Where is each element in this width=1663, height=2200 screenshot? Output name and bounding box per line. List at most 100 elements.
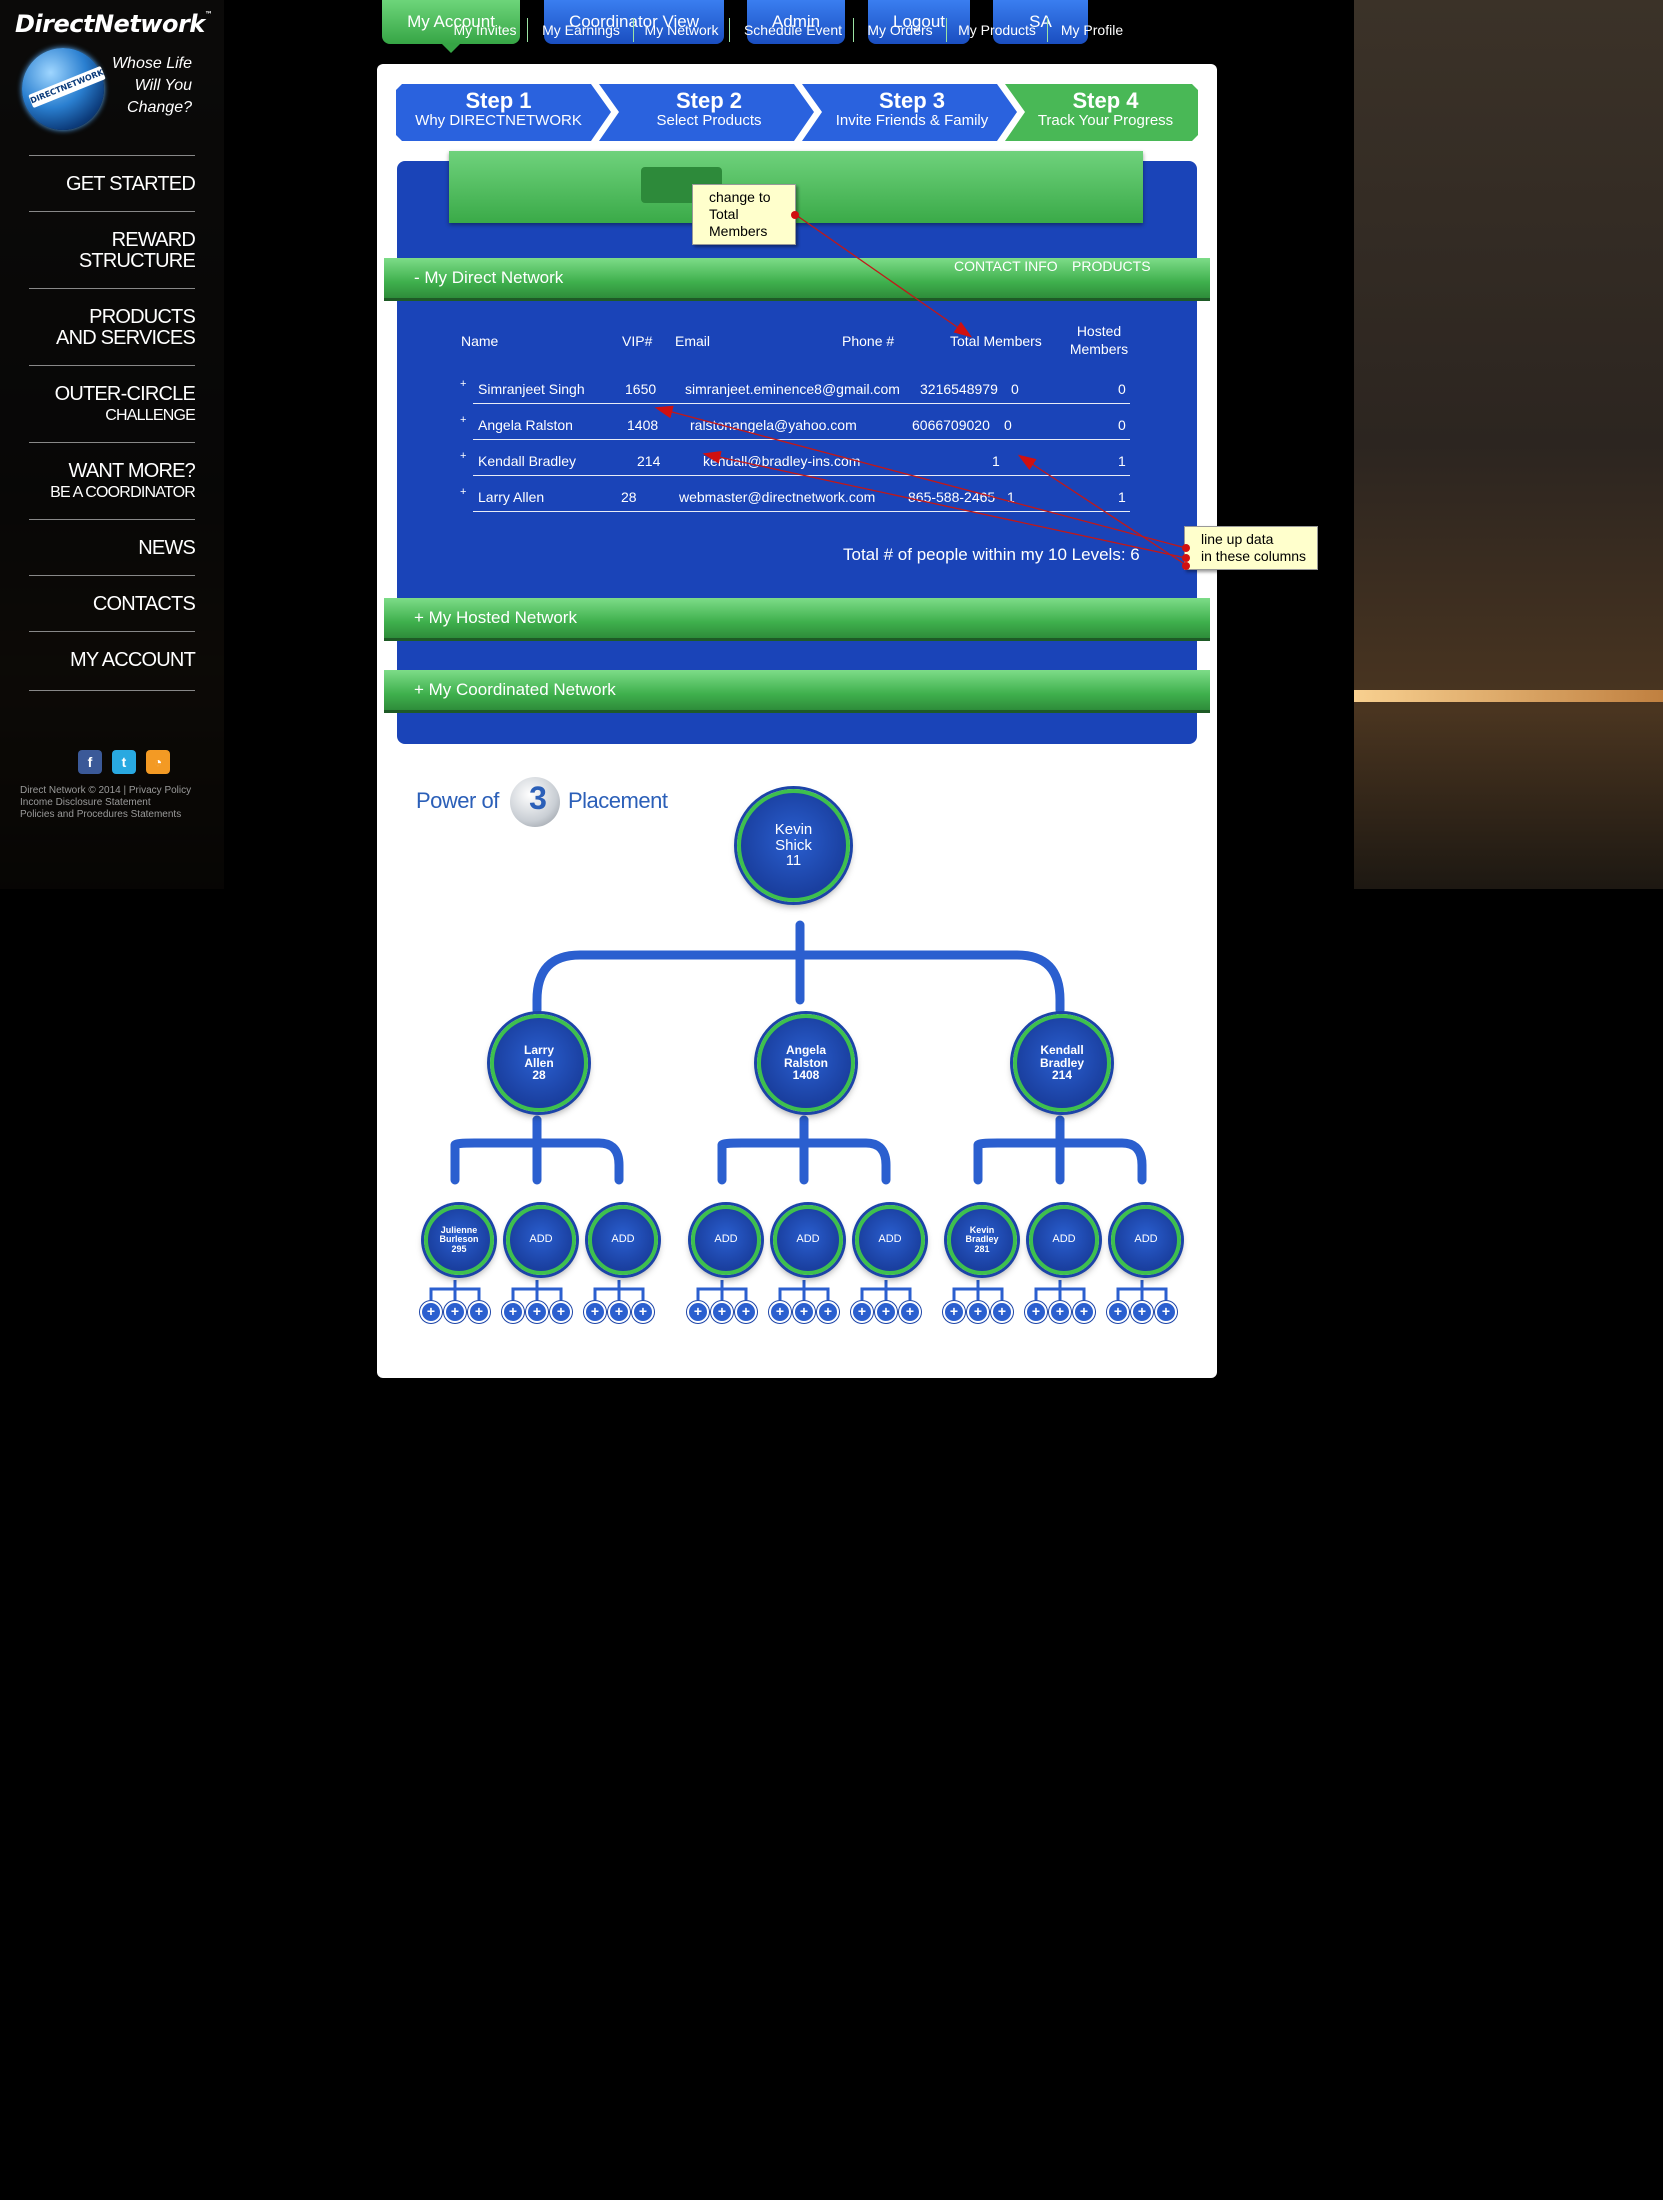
tree-node-level2[interactable]: ADD (691, 1205, 761, 1275)
footer-copyright[interactable]: Direct Network © 2014 | Privacy Policy (20, 785, 192, 796)
add-placement-button[interactable]: + (687, 1301, 709, 1323)
subnav-my-profile[interactable]: My Profile (1060, 22, 1124, 38)
subnav-my-network[interactable]: My Network (644, 22, 719, 38)
row-name[interactable]: Simranjeet Singh (478, 381, 585, 397)
step-4-shape[interactable] (1005, 84, 1198, 141)
add-placement-button[interactable]: + (851, 1301, 873, 1323)
row-hosted-members: 1 (1118, 489, 1126, 505)
step-2-shape[interactable] (599, 84, 814, 141)
tree-node-level2[interactable]: ADD (1111, 1205, 1181, 1275)
add-placement-button[interactable]: + (468, 1301, 490, 1323)
tree-node-level2[interactable]: ADD (588, 1205, 658, 1275)
add-placement-button[interactable]: + (420, 1301, 442, 1323)
contact-info-link[interactable]: CONTACT INFO (954, 258, 1058, 274)
subnav-schedule-event[interactable]: Schedule Event (743, 22, 843, 38)
add-placement-button[interactable]: + (1049, 1301, 1071, 1323)
add-placement-button[interactable]: + (769, 1301, 791, 1323)
add-placement-button[interactable]: + (632, 1301, 654, 1323)
sidebar-item-my-account[interactable]: MY ACCOUNT (29, 631, 196, 688)
add-placement-button[interactable]: + (817, 1301, 839, 1323)
add-placement-button[interactable]: + (967, 1301, 989, 1323)
tree-node-level2[interactable]: ADD (855, 1205, 925, 1275)
topnav-logout[interactable]: Logout (868, 0, 970, 44)
rss-icon[interactable]: ◔ (146, 750, 170, 774)
topnav-sa[interactable]: SA (993, 0, 1088, 44)
subnav-my-earnings[interactable]: My Earnings (542, 22, 620, 38)
add-placement-button[interactable]: + (899, 1301, 921, 1323)
add-placement-button[interactable]: + (735, 1301, 757, 1323)
add-placement-button[interactable]: + (943, 1301, 965, 1323)
add-placement-button[interactable]: + (711, 1301, 733, 1323)
add-placement-button[interactable]: + (444, 1301, 466, 1323)
tree-node-root[interactable]: Kevin Shick 11 (737, 789, 850, 902)
row-name[interactable]: Angela Ralston (478, 417, 573, 433)
expand-row-button[interactable]: + (460, 414, 467, 426)
add-placement-button[interactable]: + (875, 1301, 897, 1323)
col-header-vip: VIP# (622, 333, 653, 349)
subnav-divider (633, 18, 634, 42)
add-placement-button[interactable]: + (991, 1301, 1013, 1323)
add-placement-button[interactable]: + (502, 1301, 524, 1323)
topnav-coordinator-view[interactable]: Coordinator View (544, 0, 724, 44)
facebook-icon[interactable]: f (78, 750, 102, 774)
add-placement-button[interactable]: + (1155, 1301, 1177, 1323)
expand-row-button[interactable]: + (460, 378, 467, 390)
topnav-admin[interactable]: Admin (747, 0, 845, 44)
step-1-shape[interactable] (396, 84, 611, 141)
footer-policies[interactable]: Policies and Procedures Statements (20, 809, 182, 820)
hosted-network-header[interactable]: + My Hosted Network (384, 598, 1210, 638)
twitter-icon[interactable]: t (112, 750, 136, 774)
subnav-my-orders[interactable]: My Orders (867, 22, 933, 38)
row-name[interactable]: Kendall Bradley (478, 453, 577, 469)
leaf-connector (860, 1280, 912, 1300)
add-placement-button[interactable]: + (1131, 1301, 1153, 1323)
level2-connector (450, 1138, 624, 1185)
add-placement-button[interactable]: + (608, 1301, 630, 1323)
expand-row-button[interactable]: + (460, 450, 467, 462)
footer-income-disclosure[interactable]: Income Disclosure Statement (20, 797, 151, 808)
row-phone: 3216548979 (920, 381, 998, 397)
add-placement-button[interactable]: + (550, 1301, 572, 1323)
sidebar-item-want-more[interactable]: WANT MORE?BE A COORDINATOR (29, 442, 196, 501)
add-placement-button[interactable]: + (584, 1301, 606, 1323)
tree-node-level2[interactable]: ADD (773, 1205, 843, 1275)
coordinated-network-header[interactable]: + My Coordinated Network (384, 670, 1210, 710)
leaf-connector (952, 1280, 1004, 1300)
sidebar-item-contacts[interactable]: CONTACTS (29, 575, 196, 632)
subnav-my-invites[interactable]: My Invites (453, 22, 517, 38)
leaf-connector (1116, 1280, 1168, 1300)
subnav-my-products[interactable]: My Products (958, 22, 1036, 38)
brand-logo[interactable]: DirectNetwork™ (15, 10, 213, 38)
products-link[interactable]: PRODUCTS (1072, 258, 1151, 274)
row-name[interactable]: Larry Allen (478, 489, 545, 505)
sidebar-item-news[interactable]: NEWS (29, 519, 196, 576)
step-3-shape[interactable] (802, 84, 1017, 141)
add-placement-button[interactable]: + (793, 1301, 815, 1323)
add-placement-button[interactable]: + (1073, 1301, 1095, 1323)
expand-row-button[interactable]: + (460, 486, 467, 498)
topnav-my-account[interactable]: My Account (382, 0, 520, 44)
sidebar-item-get-started[interactable]: GET STARTED (29, 155, 196, 212)
add-placement-button[interactable]: + (1107, 1301, 1129, 1323)
sidebar-divider (29, 690, 195, 691)
col-header-total-members: Total Members (950, 333, 1042, 349)
row-total-members: 0 (1004, 417, 1012, 433)
row-divider (473, 511, 1130, 512)
tree-node-level2[interactable]: ADD (506, 1205, 576, 1275)
direct-network-header[interactable]: - My Direct Network CONTACT INFO PRODUCT… (384, 258, 1210, 298)
tree-node-level2[interactable]: ADD (1029, 1205, 1099, 1275)
add-placement-button[interactable]: + (526, 1301, 548, 1323)
add-placement-button[interactable]: + (1025, 1301, 1047, 1323)
